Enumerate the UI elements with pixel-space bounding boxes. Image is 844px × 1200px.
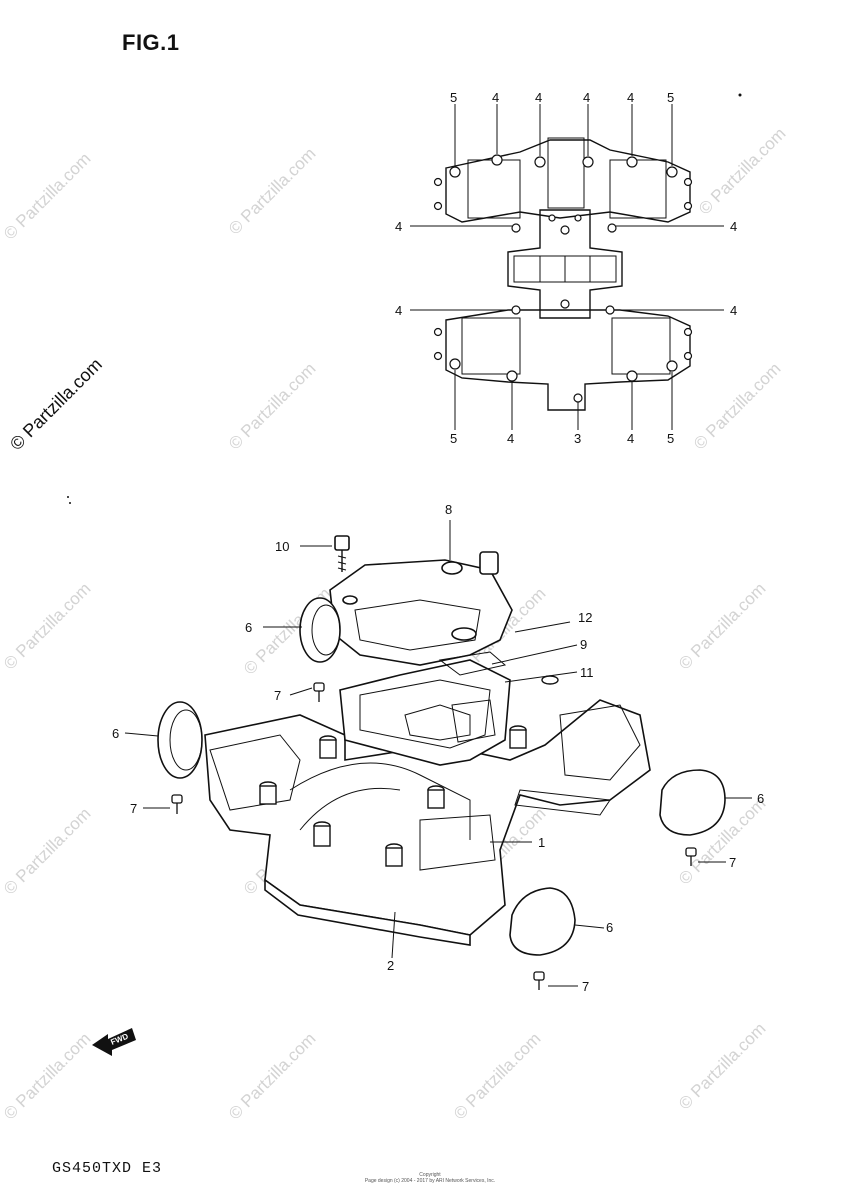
callout-2: 2 [387,958,394,973]
callout-top-upper: 5 [667,90,674,105]
callout-6: 6 [757,791,764,806]
callout-6: 6 [112,726,119,741]
callout-top-mid-right: 4 [730,219,737,234]
callout-top-mid-left: 4 [395,219,402,234]
callout-12: 12 [578,610,592,625]
callout-top-lower: 4 [627,431,634,446]
fwd-arrow-icon: FWD [92,1028,136,1056]
callout-top-upper: 4 [535,90,542,105]
model-code: GS450TXD E3 [52,1160,163,1177]
cover-assembly [124,520,752,990]
callout-11: 11 [580,665,594,680]
callout-1: 1 [538,835,545,850]
callout-top-mid-left: 4 [395,303,402,318]
callout-6: 6 [606,920,613,935]
callout-top-lower: 3 [574,431,581,446]
top-gasket-layout [410,104,724,430]
callout-top-lower: 5 [450,431,457,446]
copyright-notice: Copyright Page design (c) 2004 - 2017 by… [364,1172,496,1184]
callout-top-upper: 4 [492,90,499,105]
callout-7: 7 [582,979,589,994]
callout-top-mid-right: 4 [730,303,737,318]
callout-7: 7 [729,855,736,870]
callout-top-lower: 5 [667,431,674,446]
callout-top-upper: 5 [450,90,457,105]
figure-title: FIG.1 [122,30,180,55]
callout-7: 7 [130,801,137,816]
callout-10: 10 [275,539,289,554]
callout-top-upper: 4 [627,90,634,105]
callout-9: 9 [580,637,587,652]
callout-8: 8 [445,502,452,517]
callout-top-lower: 4 [507,431,514,446]
callout-7: 7 [274,688,281,703]
callout-6: 6 [245,620,252,635]
callout-top-upper: 4 [583,90,590,105]
